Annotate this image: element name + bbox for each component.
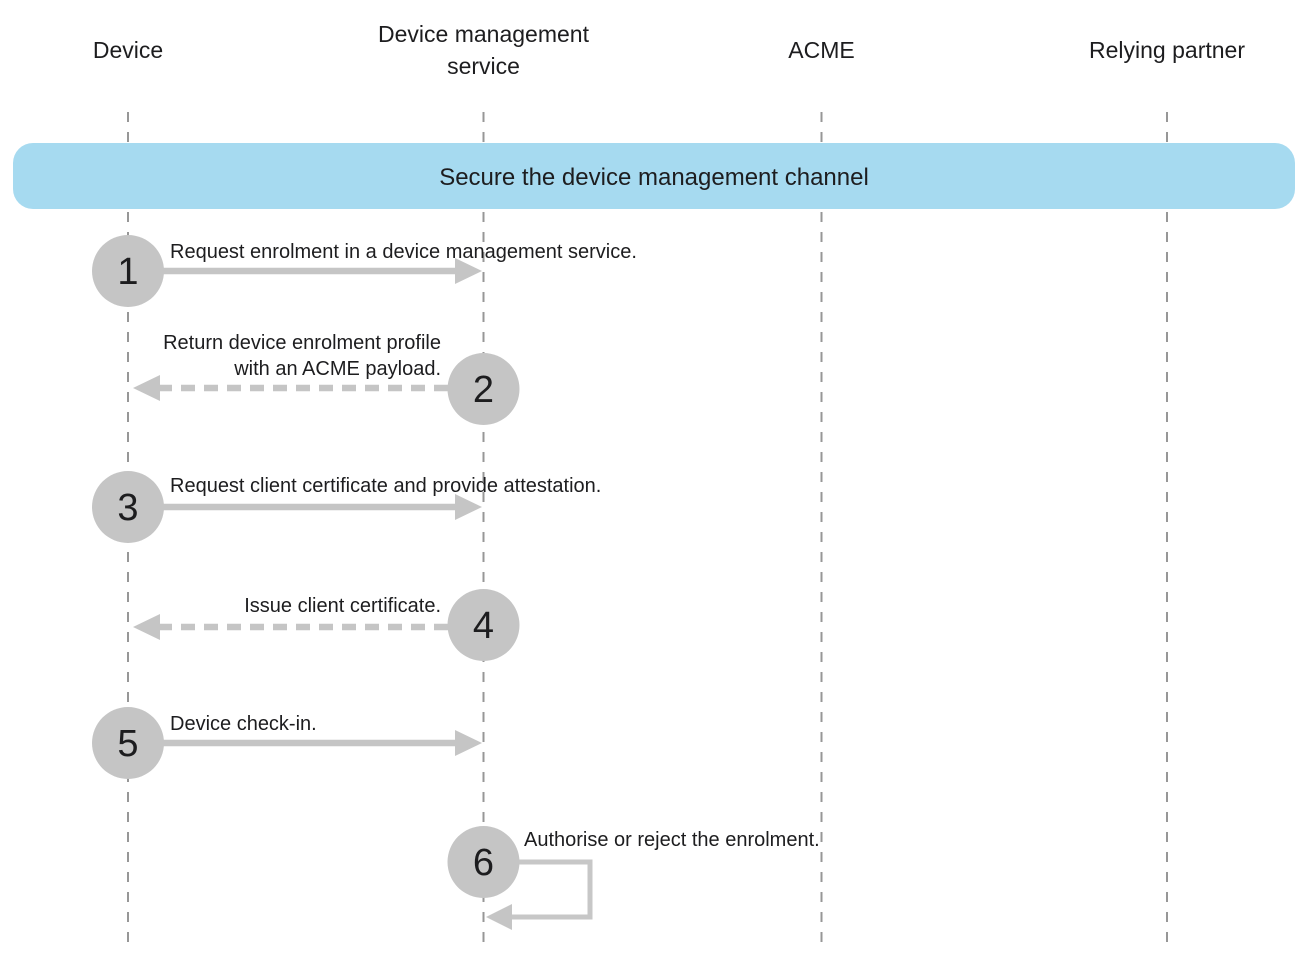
step-2-number: 2: [473, 369, 494, 411]
actor-relying-partner: Relying partner: [1089, 37, 1245, 63]
step-6-label: Authorise or reject the enrolment.: [524, 829, 820, 851]
step-4-label: Issue client certificate.: [244, 595, 441, 617]
step-3-number: 3: [117, 487, 138, 529]
step-2: Return device enrolment profile with an …: [133, 332, 520, 425]
step-5: Device check-in. 5: [92, 707, 482, 779]
step-1: Request enrolment in a device management…: [92, 235, 637, 307]
step-5-circle: [92, 707, 164, 779]
banner-title: Secure the device management channel: [439, 164, 869, 191]
banner-secure-channel: Secure the device management channel: [13, 143, 1295, 209]
step-6-arrowhead-left-icon: [486, 904, 512, 930]
step-6-circle: [447, 826, 520, 898]
step-3-label: Request client certificate and provide a…: [170, 475, 601, 497]
actor-acme: ACME: [788, 37, 854, 63]
step-2-circle: [447, 353, 520, 425]
actor-device: Device: [93, 37, 163, 63]
step-2-arrowhead-left-icon: [133, 375, 160, 401]
step-6-loop-line: [500, 859, 593, 920]
step-4-circle: [447, 589, 520, 661]
step-4: Issue client certificate. 4: [133, 589, 520, 661]
banner-background: [13, 143, 1295, 209]
step-3-circle: [92, 471, 164, 543]
step-2-label-line1: Return device enrolment profile: [163, 332, 441, 354]
step-1-circle: [92, 235, 164, 307]
step-2-label-line2: with an ACME payload.: [233, 358, 441, 380]
step-1-arrowhead-right-icon: [455, 258, 482, 284]
step-4-number: 4: [473, 605, 494, 647]
step-6-number: 6: [473, 842, 494, 884]
step-1-number: 1: [117, 251, 138, 293]
step-6: Authorise or reject the enrolment. 6: [447, 826, 820, 930]
step-4-arrowhead-left-icon: [133, 614, 160, 640]
step-5-label: Device check-in.: [170, 713, 317, 735]
step-5-arrowhead-right-icon: [455, 730, 482, 756]
actor-device-management-service-line2: service: [447, 53, 520, 79]
actor-device-management-service-line1: Device management: [378, 21, 590, 47]
step-3-arrowhead-right-icon: [455, 494, 482, 520]
step-3: Request client certificate and provide a…: [92, 471, 601, 543]
step-5-number: 5: [117, 723, 138, 765]
step-1-label: Request enrolment in a device management…: [170, 241, 637, 263]
actor-device-management-service: Device management service: [378, 21, 590, 79]
